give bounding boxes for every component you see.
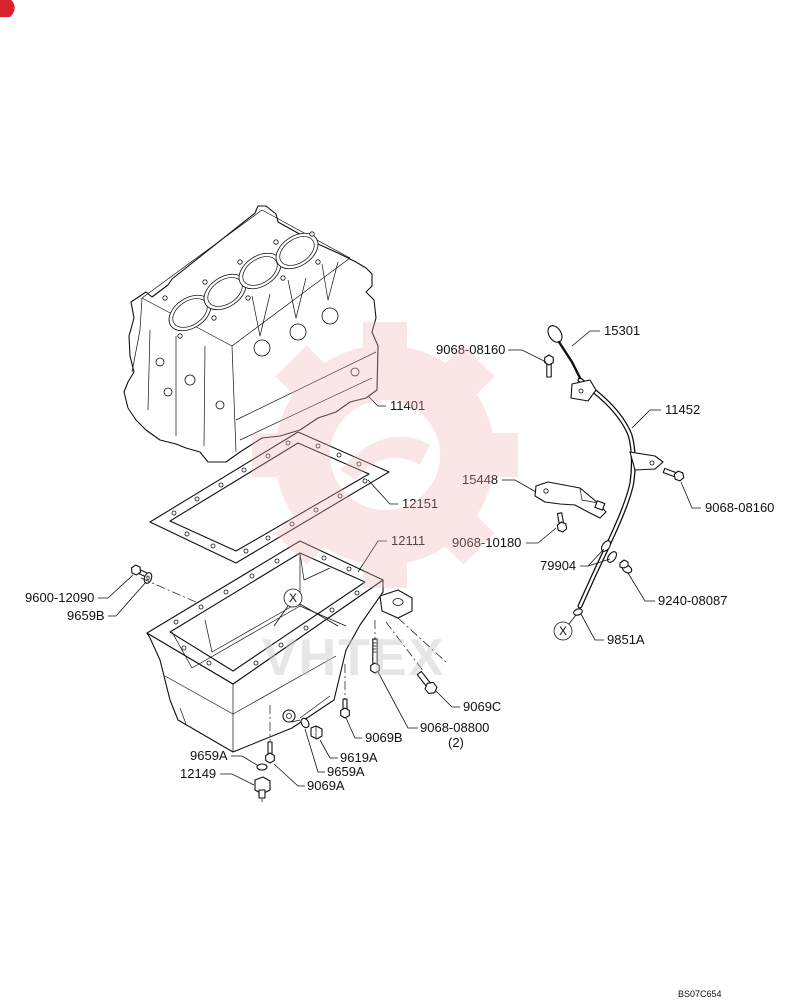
reference-marker: X (273, 588, 339, 627)
callout-label: 12111 (391, 533, 425, 548)
logo-fragment (0, 0, 15, 17)
deck-bolt-holes (162, 231, 321, 339)
dipstick-bracket (534, 481, 607, 519)
leader-line (345, 717, 362, 739)
leader-line (680, 481, 701, 509)
leader-line (367, 479, 398, 505)
callout-label: 11401 (390, 398, 425, 413)
leader-line (357, 540, 387, 573)
tube-upper-bracket (570, 379, 597, 402)
sensor-12149 (254, 776, 271, 802)
bolt-9069C (416, 670, 438, 695)
cylinder-bore (275, 232, 319, 270)
gasket-bolt-holes (171, 440, 368, 554)
bolt-9069B (340, 698, 350, 719)
callout-label: 9851A (607, 632, 645, 647)
reference-marker: X (553, 614, 577, 641)
callout-label: 12149 (180, 766, 216, 781)
callout-label: 9659B (67, 608, 105, 623)
bolt-9069A (265, 741, 275, 764)
callout-quantity: (2) (448, 735, 464, 750)
bolt-9068-08160-dipstick (544, 354, 554, 378)
callout-label: 9659A (327, 764, 365, 779)
fitting-9240-08087 (619, 559, 633, 574)
leader-line (108, 581, 147, 617)
tube-mid-bracket (629, 451, 664, 471)
diagram-code: BS07C654 (678, 989, 722, 999)
oil-pan (146, 540, 413, 753)
leader-line (571, 330, 600, 347)
engine-block (123, 205, 379, 463)
leader-line (98, 574, 134, 599)
clamp-79904 (600, 540, 618, 563)
leader-line (220, 773, 255, 786)
assembly-lines (140, 577, 447, 742)
leader-line (367, 395, 386, 407)
callout-label: 11452 (665, 402, 700, 417)
leader-lines (98, 330, 701, 787)
callout-label: 9069C (463, 699, 501, 714)
oil-dipstick (547, 325, 582, 380)
leader-line (631, 409, 661, 429)
callout-label: 15448 (462, 472, 498, 487)
marker-label: X (289, 591, 297, 605)
callout-label: 12151 (402, 496, 438, 511)
callout-label: 9068-08160 (436, 342, 505, 357)
dipstick-boss (379, 589, 413, 619)
pan-flange-bolt-holes (173, 555, 360, 666)
callout-label: 9240-08087 (658, 593, 727, 608)
drain-boss (282, 709, 296, 723)
leader-line (434, 689, 460, 708)
o-ring-9851A (573, 608, 583, 616)
callout-label: 79904 (540, 558, 576, 573)
callout-label: 9069B (365, 730, 403, 745)
callout-label: 9659A (190, 748, 228, 763)
leader-line (526, 527, 557, 544)
washer-9659A-sensor (256, 763, 268, 771)
plug-9619A (310, 725, 323, 740)
callout-labels: 15301 9068-08160 11452 11401 12151 15448… (25, 323, 774, 793)
leader-line (231, 755, 258, 766)
washer-9659B (143, 572, 153, 584)
leader-line (627, 572, 655, 602)
callout-label: 9068-08160 (705, 500, 774, 515)
bolt-9068-08800 (370, 638, 380, 674)
leader-line (587, 558, 611, 567)
callout-label: 9068-10180 (452, 535, 521, 550)
leader-line (502, 479, 537, 493)
leader-line (304, 728, 325, 773)
callout-label: 15301 (604, 323, 640, 338)
cylinder-bore (238, 252, 282, 290)
callout-label: 9619A (340, 750, 378, 765)
leader-line (377, 671, 418, 729)
bolt-9068-08160-tube (662, 467, 685, 482)
washer-9659A-plug (300, 717, 310, 729)
leader-line (580, 613, 604, 641)
bolt-9068-10180 (556, 512, 568, 533)
callout-label: 9068-08800 (420, 720, 489, 735)
leader-line (508, 349, 547, 363)
marker-label: X (559, 624, 567, 638)
callout-label: 9600-12090 (25, 590, 94, 605)
leader-line (273, 763, 305, 787)
callout-label: 9069A (307, 778, 345, 793)
oil-pan-gasket (149, 431, 390, 564)
leader-line (319, 739, 338, 759)
